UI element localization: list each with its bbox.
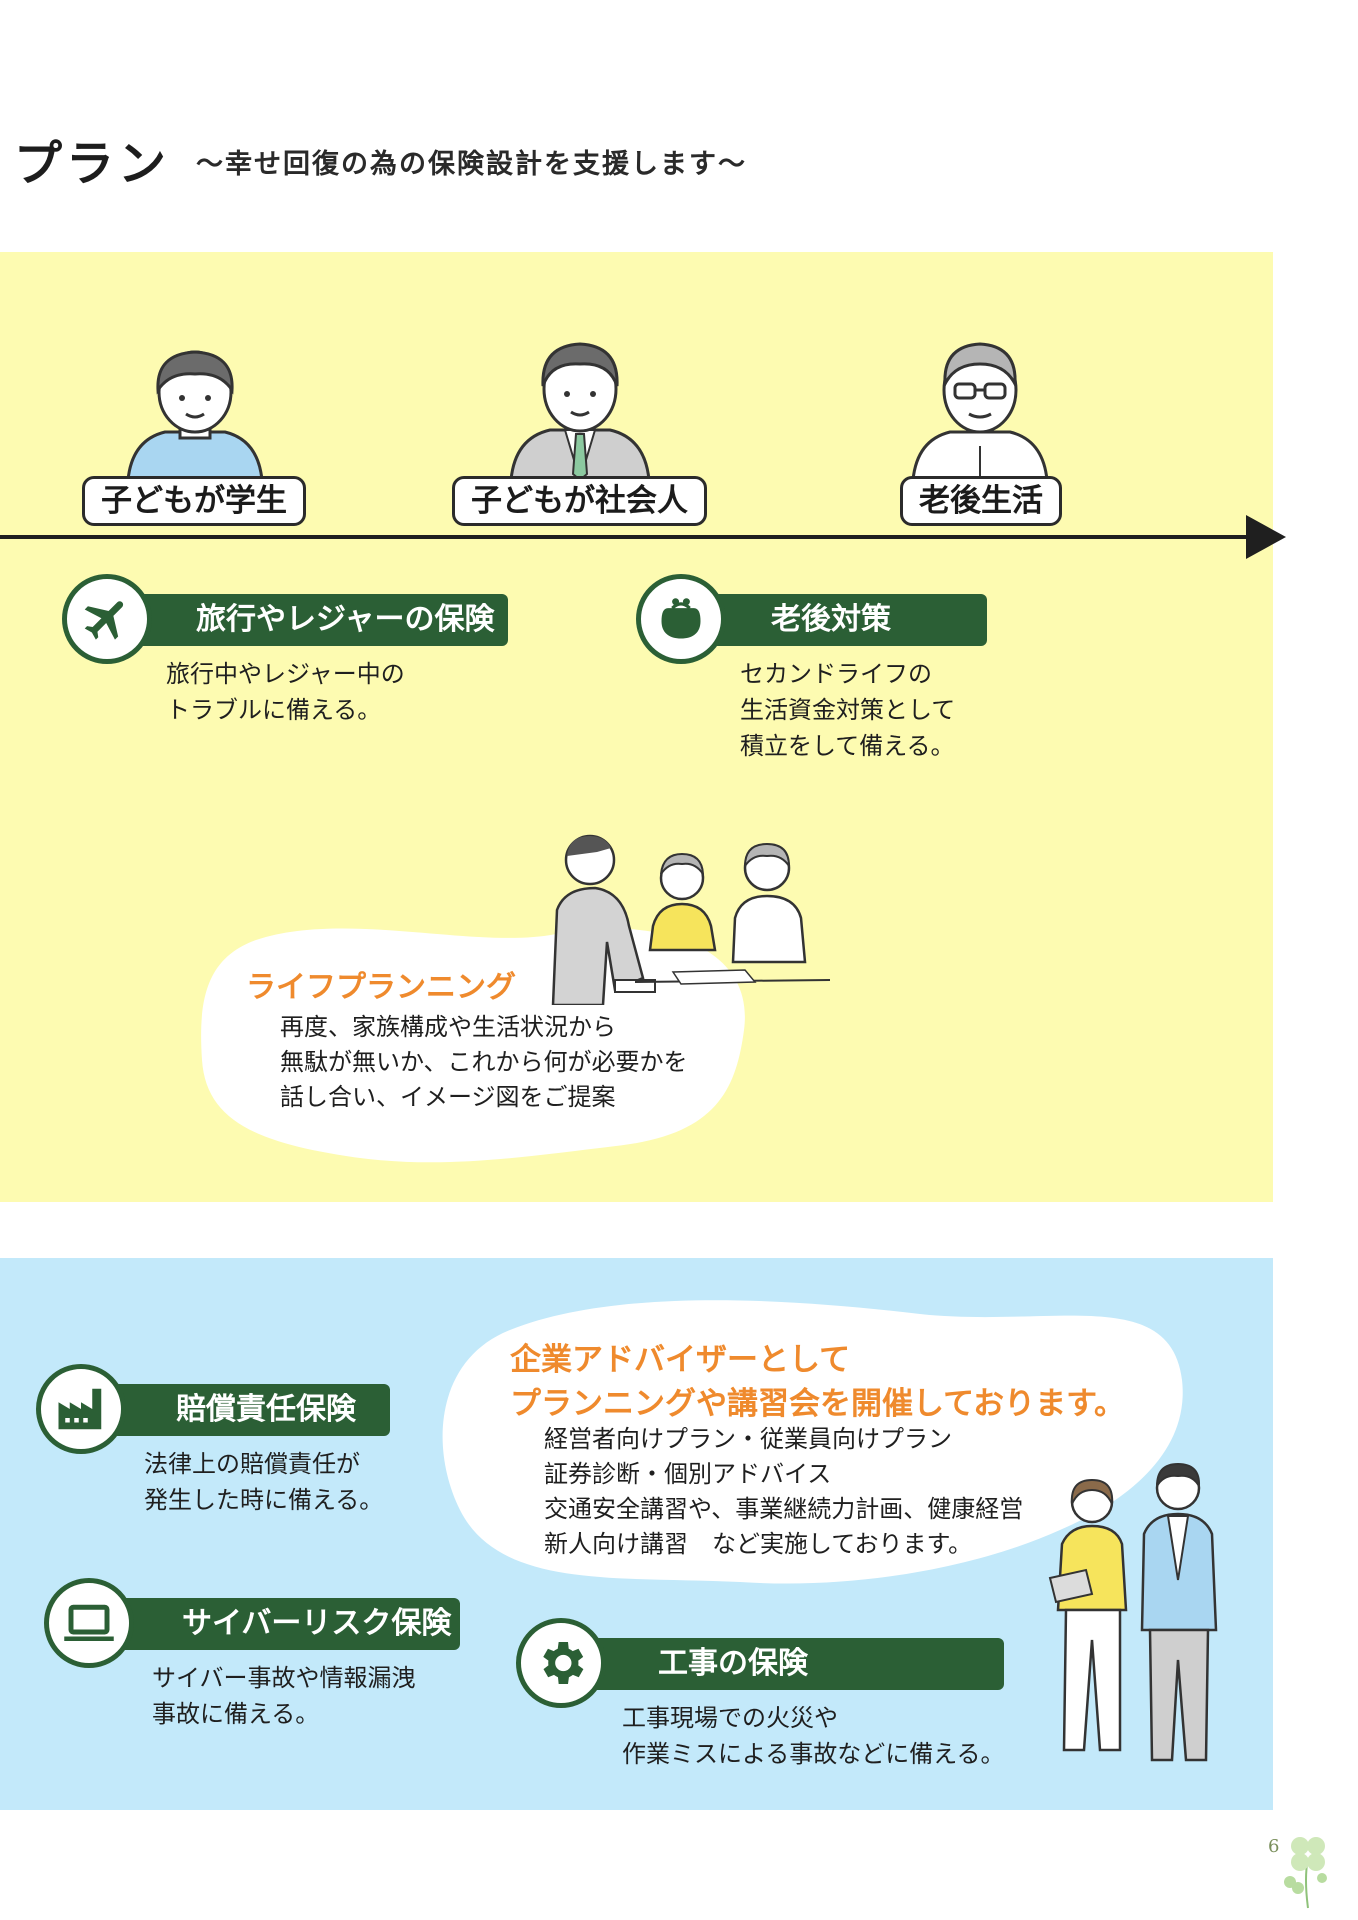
plan-title-cyber: サイバーリスク保険: [96, 1598, 460, 1650]
purse-icon: [636, 574, 726, 664]
airplane-icon: [62, 574, 152, 664]
plan-desc-liability: 法律上の賠償責任が 発生した時に備える。: [144, 1450, 384, 1514]
gear-icon: [516, 1618, 606, 1708]
plan-title-retirement: 老後対策: [685, 594, 987, 646]
corporate-cloud: [442, 1300, 1183, 1584]
worker-person-illustration: [509, 342, 651, 480]
consultation-illustration: [551, 834, 830, 1005]
page-number: 6: [1268, 1836, 1280, 1857]
factory-icon: [36, 1364, 126, 1454]
life-planning-body: 再度、家族構成や生活状況から 無駄が無いか、これから何が必要かを 話し合い、イメ…: [280, 1013, 688, 1111]
business-people-illustration: [1048, 1462, 1218, 1762]
life-planning-cloud: [201, 928, 745, 1163]
corporate-heading-line2: プランニングや講習会を開催しております。: [510, 1386, 1126, 1422]
plan-title-travel: 旅行やレジャーの保険: [110, 594, 508, 646]
plan-title-construction: 工事の保険: [572, 1638, 1004, 1690]
stage-label-retirement: 老後生活: [900, 476, 1062, 526]
page-subtitle: 〜幸せ回復の為の保険設計を支援します〜: [196, 149, 747, 180]
plan-desc-retirement: セカンドライフの 生活資金対策として 積立をして備える。: [740, 660, 956, 760]
timeline-arrow-icon: [1246, 515, 1286, 559]
plan-desc-construction: 工事現場での火災や 作業ミスによる事故などに備える。: [622, 1704, 1005, 1768]
corporate-heading-line1: 企業アドバイザーとして: [510, 1342, 851, 1378]
plan-desc-travel: 旅行中やレジャー中の トラブルに備える。: [166, 660, 405, 724]
clover-icon: [1284, 1837, 1327, 1909]
senior-person-illustration: [911, 342, 1049, 480]
laptop-icon: [44, 1578, 134, 1668]
plan-desc-cyber: サイバー事故や情報漏洩 事故に備える。: [152, 1664, 416, 1728]
student-person-illustration: [126, 350, 264, 480]
corporate-body: 経営者向けプラン・従業員向けプラン 証券診断・個別アドバイス 交通安全講習や、事…: [544, 1425, 1024, 1558]
stage-label-worker: 子どもが社会人: [452, 476, 707, 526]
page-title: プラン: [14, 136, 171, 192]
timeline-line: [0, 535, 1250, 539]
life-planning-heading: ライフプランニング: [246, 970, 516, 1005]
plan-title-liability: 賠償責任保険: [90, 1384, 390, 1436]
stage-label-student: 子どもが学生: [82, 476, 306, 526]
